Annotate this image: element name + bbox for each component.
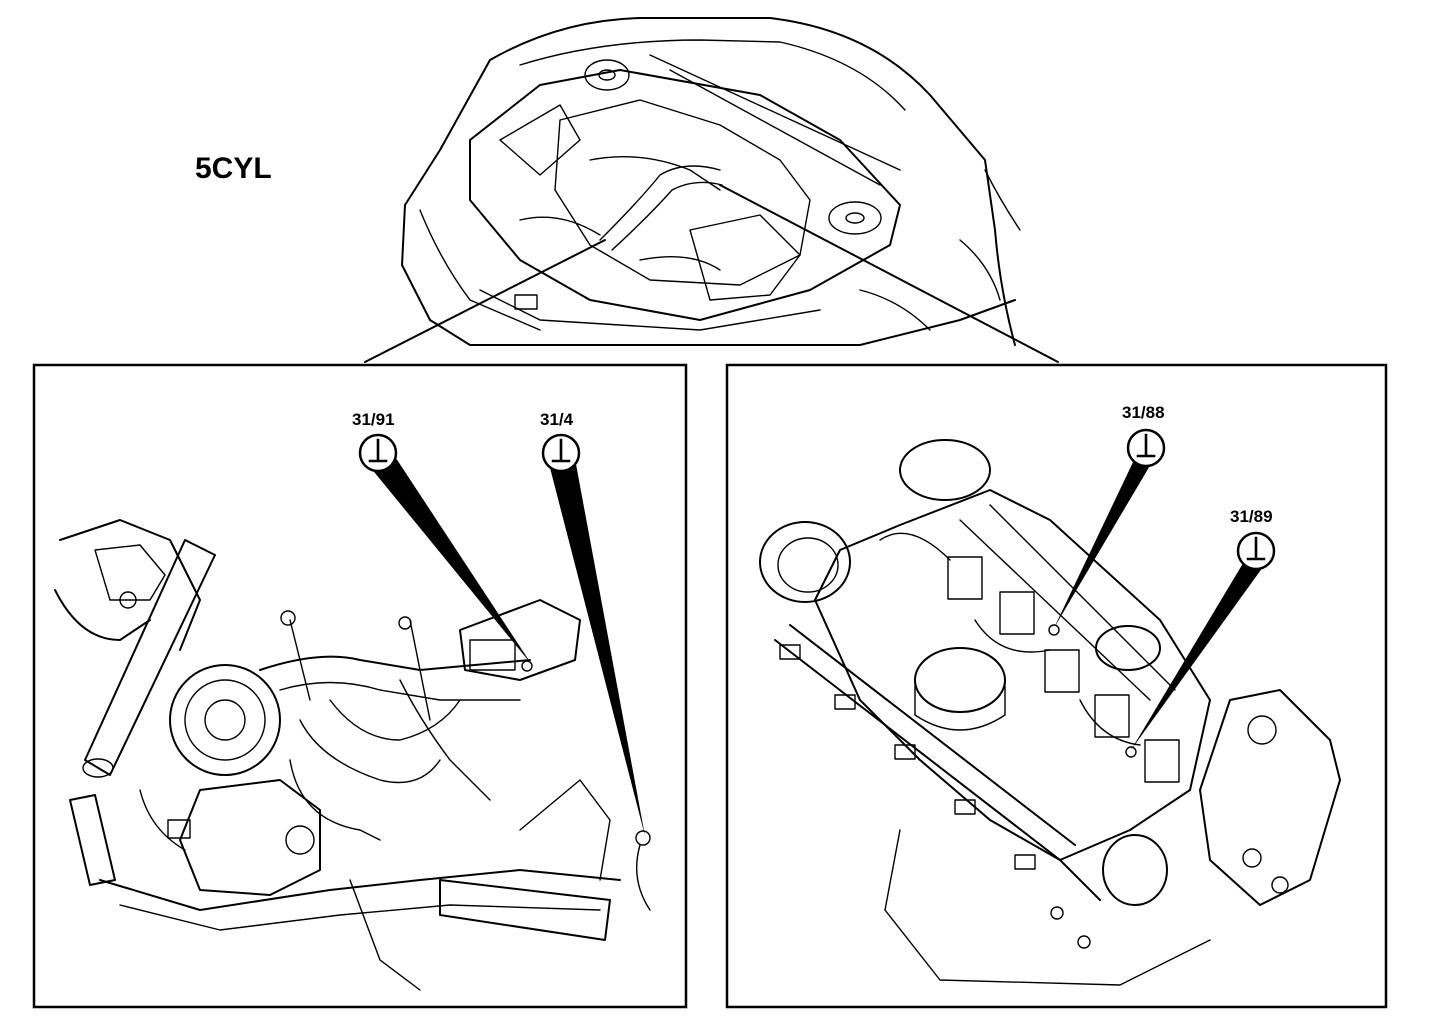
ground-symbol-glyph	[1246, 536, 1266, 561]
detail-panel-left: 31/91 31/4	[32, 363, 688, 1009]
ground-symbol-glyph	[368, 438, 388, 463]
ground-point-31-88: 31/88	[1054, 403, 1166, 628]
car-engine-bay-illustration	[401, 17, 1021, 346]
ground-point-31-91: 31/91	[352, 410, 532, 665]
engine-top-cover-illustration	[759, 439, 1341, 986]
diagram-title: 5CYL	[195, 152, 272, 185]
ground-point-label: 31/4	[540, 410, 574, 429]
callout-pointer	[1054, 452, 1158, 628]
leader-line-left	[364, 239, 606, 363]
ground-symbol-glyph	[551, 438, 571, 463]
ground-symbol-glyph	[1136, 433, 1156, 458]
ground-point-31-4: 31/4	[540, 410, 645, 836]
ground-point-label: 31/88	[1122, 403, 1165, 422]
engine-left-side-illustration	[54, 519, 651, 991]
detail-panel-right: 31/88 31/89	[725, 363, 1388, 1009]
callout-pointer	[548, 448, 645, 836]
ground-point-label: 31/89	[1230, 507, 1273, 526]
ground-point-31-89: 31/89	[1131, 507, 1276, 750]
callout-pointer	[1131, 560, 1268, 750]
callout-pointer	[366, 446, 532, 665]
leader-line-right	[719, 184, 1059, 363]
ground-point-label: 31/91	[352, 410, 395, 429]
